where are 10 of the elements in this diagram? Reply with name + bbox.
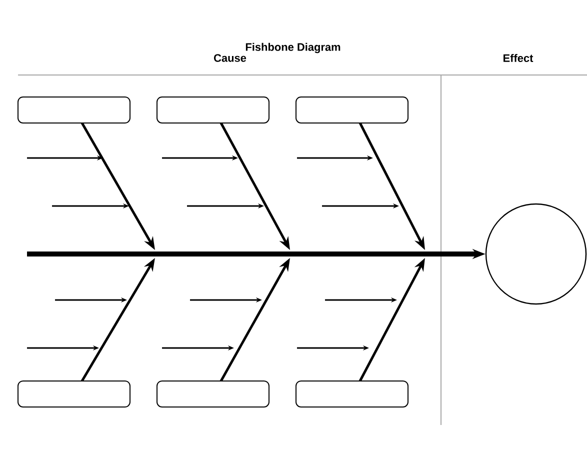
category-box <box>18 380 130 408</box>
category-box <box>156 380 270 408</box>
category-box <box>18 96 130 124</box>
column-heading: Cause <box>214 54 246 62</box>
category-box <box>296 380 408 408</box>
category-box <box>296 96 408 124</box>
effect-circle <box>485 203 587 305</box>
column-heading: Effect <box>504 54 534 62</box>
diagram-title: Fishbone Diagram <box>246 42 340 54</box>
category-box <box>156 96 270 124</box>
